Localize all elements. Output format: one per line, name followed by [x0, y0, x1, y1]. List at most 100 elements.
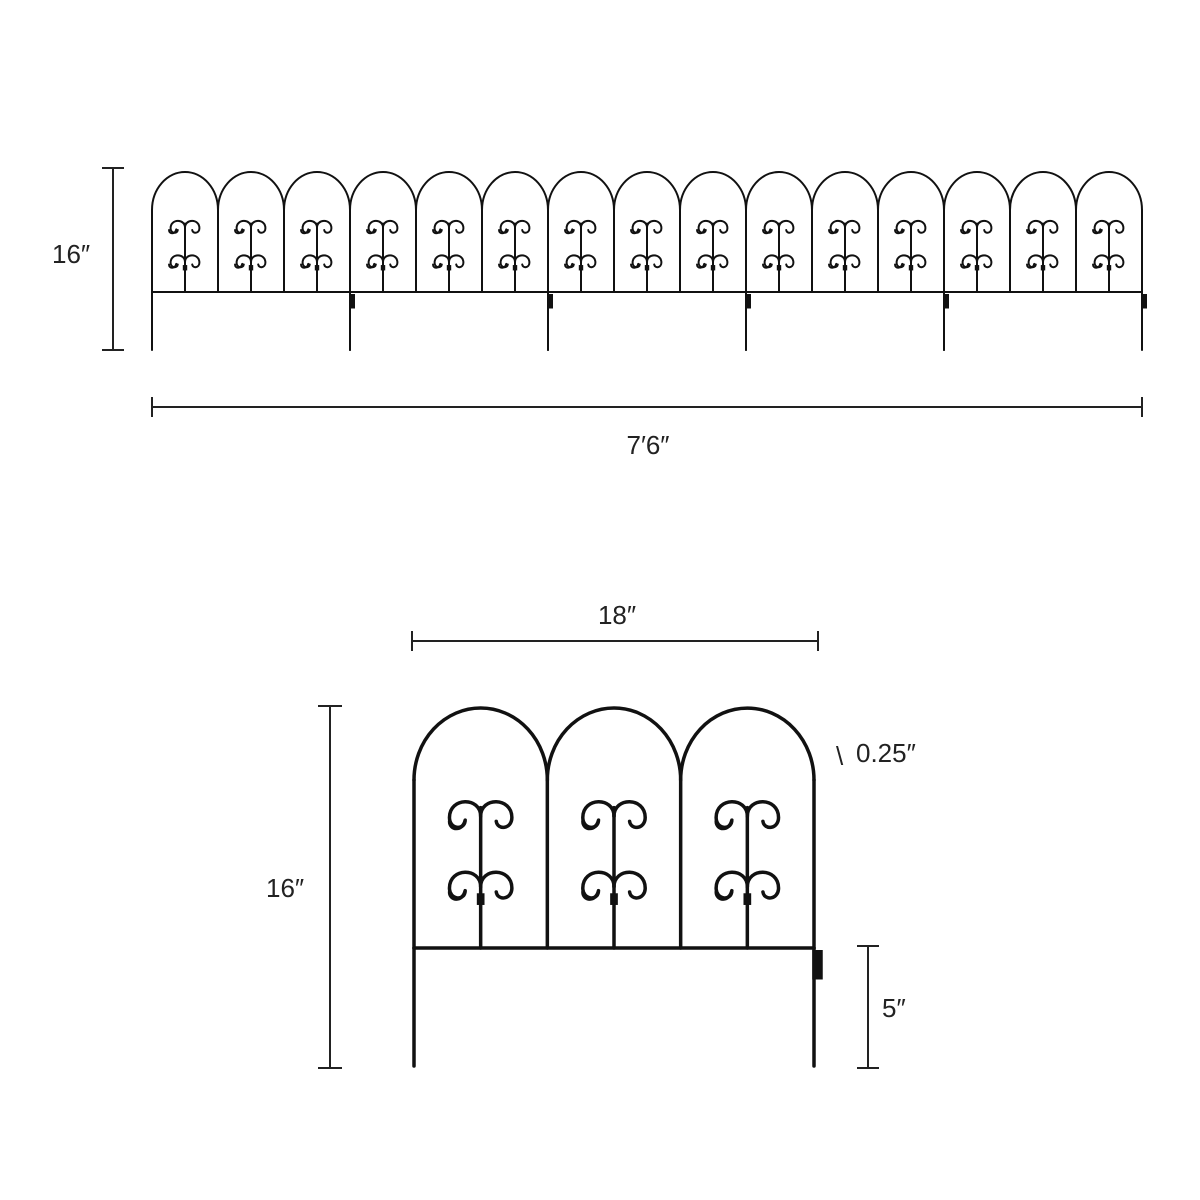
fence-scroll	[580, 254, 597, 269]
fence-scroll	[1092, 228, 1102, 235]
fence-scroll	[316, 219, 333, 234]
fence-scroll	[432, 228, 442, 235]
fence-scroll	[366, 262, 376, 269]
fence-scroll	[234, 262, 244, 269]
fence-scroll	[910, 254, 927, 269]
fence-scroll	[762, 228, 772, 235]
stake-depth-dimension: 5″	[857, 945, 906, 1069]
fence-scroll	[382, 254, 399, 269]
fence-arch	[412, 706, 550, 782]
fence-scroll	[432, 262, 442, 269]
detail-width-dimension: 18″	[411, 600, 819, 651]
fence-panel	[151, 171, 355, 351]
fence-arch	[415, 171, 483, 211]
fence-panel-detail	[412, 706, 823, 1068]
fence-scroll	[829, 219, 846, 234]
fence-scroll	[498, 228, 508, 235]
fence-scroll	[300, 262, 310, 269]
fence-scroll	[168, 262, 178, 269]
fence-scroll	[367, 219, 384, 234]
fence-arch	[217, 171, 285, 211]
top-width-dimension: 7′6″	[151, 397, 1143, 460]
fence-connector	[547, 294, 553, 309]
fence-scroll	[895, 219, 912, 234]
fence-collar	[248, 265, 254, 271]
fence-scroll	[712, 219, 729, 234]
fence-scroll	[976, 219, 993, 234]
wire-marker: \	[836, 741, 844, 771]
top-width-label: 7′6″	[627, 430, 670, 460]
fence-collar	[476, 893, 485, 905]
fence-connector	[745, 294, 751, 309]
fence-scroll	[300, 228, 310, 235]
fence-scroll	[169, 219, 186, 234]
detail-height-label: 16″	[266, 873, 304, 903]
fence-scroll	[581, 888, 601, 901]
fence-scroll	[894, 228, 904, 235]
fence-scroll	[564, 262, 574, 269]
fence-scroll	[630, 228, 640, 235]
fence-collar	[182, 265, 188, 271]
fence-arch	[745, 171, 813, 211]
fence-connector	[812, 950, 823, 980]
fence-scroll	[478, 870, 514, 900]
fence-arch	[1009, 171, 1077, 211]
fence-collar	[610, 893, 618, 905]
fence-scroll	[646, 219, 663, 234]
fence-collar	[908, 265, 914, 271]
fence-panel	[349, 171, 553, 351]
fence-collar	[314, 265, 320, 271]
fence-collar	[512, 265, 518, 271]
fence-scroll	[961, 219, 978, 234]
top-height-label: 16″	[52, 239, 90, 269]
fence-scroll	[778, 254, 795, 269]
fence-scroll	[448, 219, 465, 234]
fence-scroll	[778, 219, 795, 234]
top-height-dimension: 16″	[52, 167, 124, 351]
fence-scroll	[1092, 262, 1102, 269]
fence-scroll	[1108, 254, 1125, 269]
stake-depth-label: 5″	[882, 993, 906, 1023]
fence-scroll	[168, 228, 178, 235]
fence-scroll	[631, 219, 648, 234]
fence-scroll	[301, 219, 318, 234]
fence-collar	[1040, 265, 1046, 271]
fence-scroll	[745, 800, 781, 829]
fence-collar	[1106, 265, 1112, 271]
fence-scroll	[234, 228, 244, 235]
fence-arch	[349, 171, 417, 211]
fence-scroll	[1093, 219, 1110, 234]
fence-scroll	[382, 219, 399, 234]
fence-collar	[776, 265, 782, 271]
fence-scroll	[1026, 262, 1036, 269]
fence-scroll	[960, 228, 970, 235]
fence-collar	[446, 265, 452, 271]
fence-scroll	[316, 254, 333, 269]
wire-thickness-annotation: \ 0.25″	[836, 738, 916, 771]
fence-arch	[547, 171, 615, 211]
fence-scroll	[581, 818, 601, 831]
fence-panel	[943, 171, 1147, 351]
fence-arch	[545, 706, 683, 782]
fence-run-top	[151, 171, 1147, 351]
fence-scroll	[514, 254, 531, 269]
fence-collar	[710, 265, 716, 271]
fence-scroll	[763, 219, 780, 234]
fence-scroll	[565, 219, 582, 234]
fence-scroll	[828, 262, 838, 269]
fence-scroll	[514, 219, 531, 234]
fence-scroll	[844, 219, 861, 234]
fence-scroll	[612, 870, 647, 900]
fence-scroll	[1108, 219, 1125, 234]
fence-scroll	[447, 888, 467, 901]
fence-scroll	[184, 254, 201, 269]
fence-arch	[877, 171, 945, 211]
fence-panel	[547, 171, 751, 351]
fence-scroll	[366, 228, 376, 235]
fence-collar	[842, 265, 848, 271]
fence-scroll	[960, 262, 970, 269]
fence-scroll	[235, 219, 252, 234]
fence-arch	[283, 171, 351, 211]
fence-scroll	[499, 219, 516, 234]
